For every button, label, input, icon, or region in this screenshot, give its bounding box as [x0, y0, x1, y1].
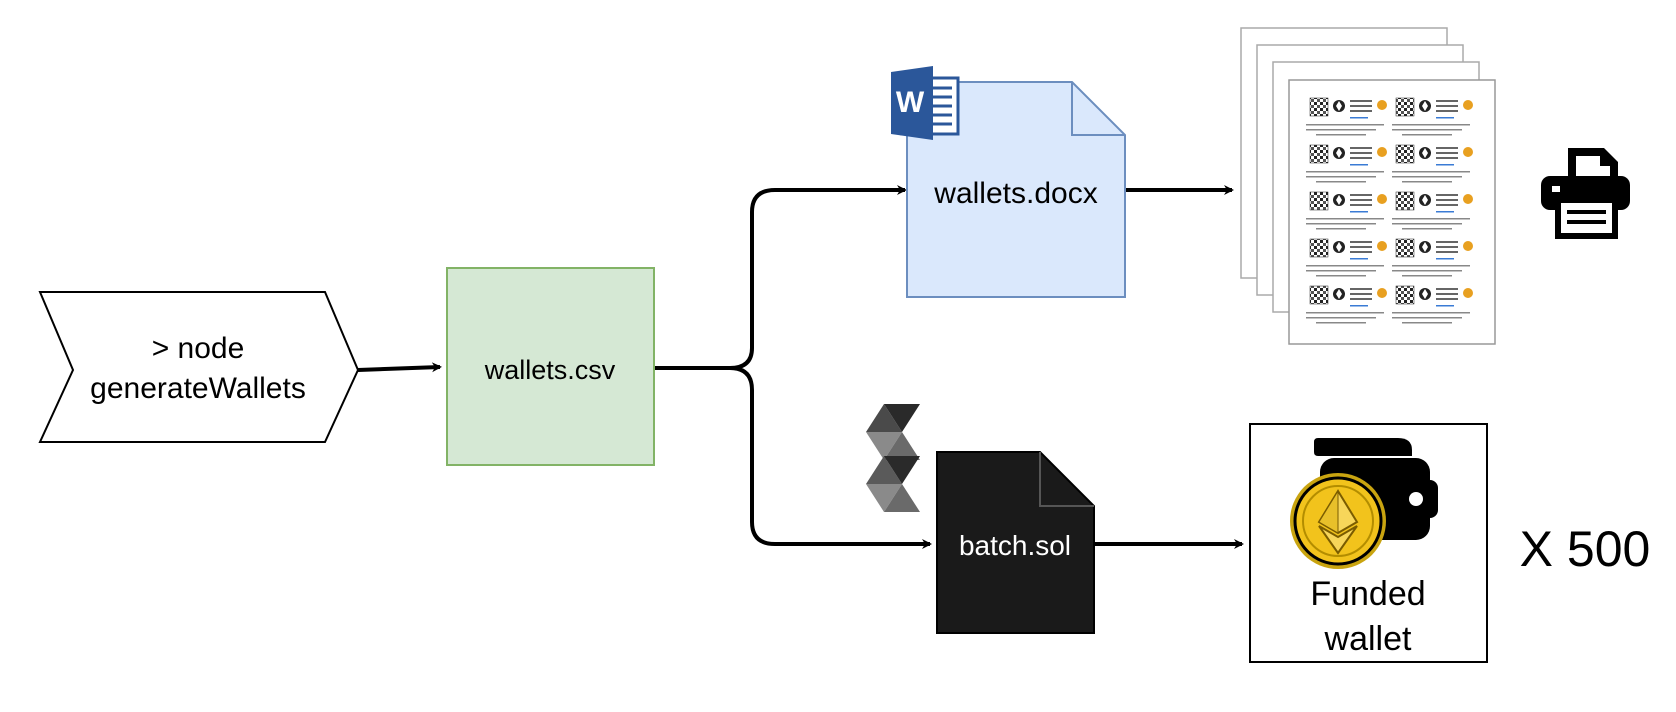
wallet-card — [1392, 191, 1473, 230]
sol-label: batch.sol — [959, 530, 1071, 561]
branch-csv-to-docx — [655, 185, 907, 370]
step-label-line2: generateWallets — [90, 372, 306, 405]
wallet-card — [1392, 238, 1473, 277]
wallet-card-grid — [1306, 97, 1473, 324]
branch-csv-to-sol — [729, 366, 932, 549]
wallet-card — [1392, 285, 1473, 324]
docx-label: wallets.docx — [933, 177, 1097, 210]
wallets-docx-node: wallets.docx W — [891, 66, 1126, 298]
printer-icon — [1541, 148, 1630, 239]
wallet-card — [1306, 191, 1387, 230]
wallet-label-line2: wallet — [1324, 620, 1412, 658]
funded-wallet-node: Funded wallet — [1249, 423, 1488, 663]
solidity-logo-icon — [866, 404, 920, 512]
word-logo-letter: W — [896, 86, 925, 119]
wallet-card — [1392, 97, 1473, 136]
csv-box — [446, 267, 655, 466]
batch-sol-node: batch.sol — [936, 451, 1095, 634]
sol-document-shape — [936, 451, 1095, 634]
wallets-csv-node: wallets.csv — [446, 267, 655, 466]
wallet-card — [1306, 144, 1387, 183]
printed-pages-icon — [1240, 27, 1496, 345]
word-logo-icon: W — [891, 66, 960, 140]
connectors — [357, 185, 1244, 549]
wallet-card — [1392, 144, 1473, 183]
generate-wallets-step: > node generateWallets — [38, 291, 360, 443]
ethereum-coin-icon — [1290, 473, 1386, 569]
sol-folded-corner — [1039, 452, 1094, 507]
multiplier-label: X 500 — [1520, 521, 1651, 577]
step-chevron-shape — [38, 291, 360, 443]
wallet-card — [1306, 285, 1387, 324]
docx-folded-corner — [1071, 82, 1125, 136]
wallet-card — [1306, 238, 1387, 277]
wallet-label-line1: Funded — [1310, 575, 1425, 613]
step-label-line1: > node — [152, 332, 245, 365]
arrow-generate-to-csv — [357, 362, 442, 373]
docx-document-shape — [906, 81, 1126, 298]
csv-label: wallets.csv — [484, 355, 616, 385]
wallet-card — [1306, 97, 1387, 136]
